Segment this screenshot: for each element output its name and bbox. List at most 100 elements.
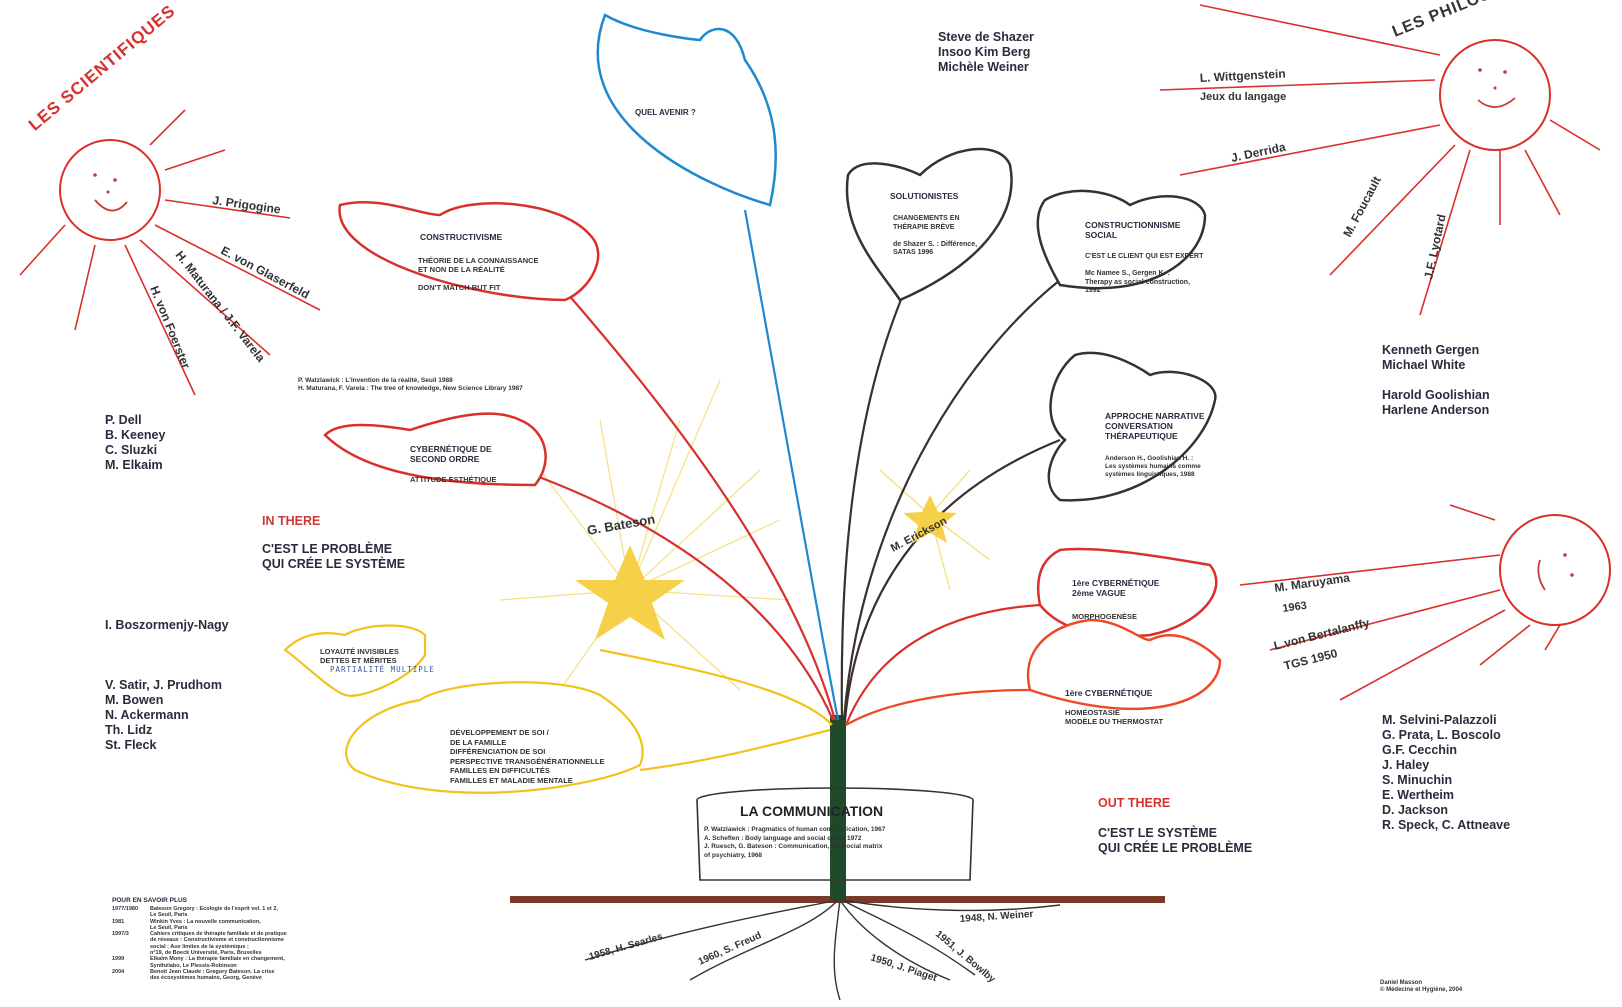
name-item: M. Selvini-Palazzoli [1382, 713, 1497, 727]
name-item: M. Bowen [105, 693, 164, 707]
leaf-loyaute-text: LOYAUTÉ INVISIBLES DETTES ET MÉRITES [320, 647, 399, 665]
leaf-line: DÉVELOPPEMENT DE SOI / [450, 728, 549, 737]
further-reading-title: POUR EN SAVOIR PLUS [112, 897, 188, 904]
ray-label-tgs: TGS 1950 [1282, 646, 1339, 673]
leaf-line: CONVERSATION [1105, 421, 1173, 431]
pot-references: P. Watzlawick : Pragmatics of human comm… [704, 826, 885, 860]
reading-line: Synthélabo, Le Plessis-Robinson [150, 962, 237, 969]
leaf-line: ET NON DE LA RÉALITÉ [418, 265, 505, 274]
credit: Daniel Masson © Médecine et Hygiène, 200… [1380, 980, 1462, 994]
name-item: Harlene Anderson [1382, 403, 1490, 417]
leaf-solutionistes-body: CHANGEMENTS EN THÉRAPIE BRÈVE de Shazer … [893, 215, 977, 258]
out-there-label: OUT THERE [1098, 796, 1171, 810]
ray-label-maruyama: M. Maruyama [1273, 570, 1351, 594]
ray-label-maruyama-year: 1963 [1282, 600, 1308, 615]
names-loyaute: I. Boszormenjy-Nagy [105, 618, 229, 633]
names-solutionistes: Steve de Shazer Insoo Kim Berg Michèle W… [938, 30, 1034, 75]
roots [584, 899, 1061, 1001]
name-item: Steve de Shazer [938, 30, 1034, 44]
credit-line: Daniel Masson [1380, 980, 1423, 986]
reference-line: J. Ruesch, G. Bateson : Communication, t… [704, 843, 883, 850]
reading-line: Cahiers critiques de thérapie familiale … [150, 931, 287, 938]
reading-line: Bateson Gregory : Ecologie de l'esprit v… [150, 906, 278, 912]
out-there-text: C'EST LE SYSTÈME QUI CRÉE LE PROBLÈME [1098, 826, 1252, 856]
leaf-cybernetique-second-ordre [323, 412, 547, 487]
leaf-line: DE LA FAMILLE [450, 737, 507, 747]
name-item: C. Sluzki [105, 443, 158, 457]
reading-year: 2004 [112, 968, 125, 975]
leaf-line: DON'T MATCH BUT FIT [418, 283, 501, 292]
name-item: Kenneth Gergen [1382, 343, 1480, 357]
name-item: G.F. Cecchin [1382, 743, 1458, 757]
leaf-line: DETTES ET MÉRITES [320, 656, 397, 665]
reference-line: H. Maturana, F. Varela : The tree of kno… [298, 385, 523, 392]
reading-line: Winkin Yves : La nouvelle communication, [150, 918, 261, 925]
leaf-line: systèmes linguistiques, 1988 [1105, 471, 1195, 478]
name-item: Michèle Weiner [938, 60, 1029, 74]
leaf-developpement-body: DÉVELOPPEMENT DE SOI / DE LA FAMILLE DIF… [450, 728, 604, 785]
leaf-future-title: QUEL AVENIR ? [635, 108, 696, 117]
reading-year: 1981 [112, 918, 125, 925]
reading-line: de réseaux : Constructivisme et construc… [150, 937, 284, 944]
leaf-line: Mc Namee S., Gergen K. : [1085, 270, 1170, 277]
reading-line: social ; Aux limites de la systémique ; [150, 943, 249, 950]
leaf-line: CHANGEMENTS EN [893, 215, 960, 222]
name-item: N. Ackermann [105, 708, 189, 722]
leaf-constructivisme-body: THÉORIE DE LA CONNAISSANCE ET NON DE LA … [418, 256, 539, 292]
leaf-cyber2-title: CYBERNÉTIQUE DE SECOND ORDRE [410, 444, 492, 464]
names-developpement: V. Satir, J. Prudhom M. Bowen N. Ackerma… [105, 678, 222, 753]
reading-line: Elkaïm Mony : La thérapie familiale en c… [150, 956, 285, 963]
reading-line: Le Seuil, Paris [150, 912, 188, 919]
leaf-future [596, 13, 777, 207]
ray-label-jeux-du-langage: Jeux du langage [1200, 91, 1286, 103]
name-item: Insoo Kim Berg [938, 45, 1031, 59]
ray-label-glaserfeld: E. von Glaserfeld [219, 243, 312, 301]
ray-label-lyotard: J.F. Lyotard [1421, 213, 1448, 281]
ray-label-prigogine: J. Prigogine [212, 193, 282, 216]
leaf-line: 1ère CYBERNÉTIQUE [1072, 578, 1160, 588]
pot [696, 787, 974, 881]
philosophers-sun [1159, 4, 1601, 316]
erickson-star [903, 495, 957, 543]
leaf-line: FAMILLES ET MALADIE MENTALE [450, 775, 573, 785]
leaf-line: Anderson H., Goolishian H. : [1105, 455, 1194, 462]
name-item: G. Prata, L. Boscolo [1382, 728, 1501, 742]
reference-line: A. Scheflen : Body language and social o… [704, 834, 862, 842]
name-item: Harold Goolishian [1382, 388, 1490, 402]
leaf-narrative-body: Anderson H., Goolishian H. : Les système… [1105, 455, 1201, 479]
branches [519, 209, 1061, 772]
leaf-line: C'EST LE CLIENT QUI EST EXPERT [1085, 253, 1204, 260]
leaf-line: MODÈLE DU THERMOSTAT [1065, 717, 1164, 726]
leaf-cyber1-title: 1ère CYBERNÉTIQUE [1065, 688, 1153, 698]
names-narrative-lower: Harold Goolishian Harlene Anderson [1382, 388, 1490, 418]
in-there-line: C'EST LE PROBLÈME [262, 542, 393, 556]
leaf-line: HOMÉOSTASIE [1065, 708, 1120, 717]
reading-entry: 1981 Winkin Yves : La nouvelle communicat… [112, 919, 287, 932]
bateson-star [575, 545, 685, 640]
leaf-constructionnisme [1036, 189, 1207, 290]
leaf-loyaute-handwritten: PARTIALITÉ MULTIPLE [330, 665, 435, 674]
name-item: M. Elkaim [105, 458, 163, 472]
name-item: R. Speck, C. Attneave [1382, 818, 1511, 832]
name-item: J. Haley [1382, 758, 1430, 772]
in-there-text: C'EST LE PROBLÈME QUI CRÉE LE SYSTÈME [262, 542, 405, 572]
leaf-line: SATAS 1996 [893, 249, 934, 256]
leaf-line: APPROCHE NARRATIVE [1105, 411, 1205, 421]
leaf-line [893, 232, 977, 241]
leaf-line [418, 274, 539, 283]
pot-title: LA COMMUNICATION [740, 803, 884, 819]
leaf-line [1085, 262, 1203, 271]
name-item: S. Minuchin [1382, 773, 1453, 787]
in-there-label: IN THERE [262, 514, 321, 528]
leaf-line: THÉRAPEUTIQUE [1105, 431, 1178, 441]
reading-line: des écosystèmes humains, Georg, Genève [150, 975, 262, 982]
leaf-line: FAMILLES EN DIFFICULTÉS [450, 766, 550, 775]
ray-label-derrida: J. Derrida [1230, 140, 1287, 165]
credit-line: © Médecine et Hygiène, 2004 [1380, 987, 1463, 993]
bateson-glow-rays [499, 379, 791, 691]
leaf-cyber1-wave2-title: 1ère CYBERNÉTIQUE 2ème VAGUE [1072, 578, 1159, 598]
reading-line: Le Seuil, Paris [150, 924, 188, 931]
